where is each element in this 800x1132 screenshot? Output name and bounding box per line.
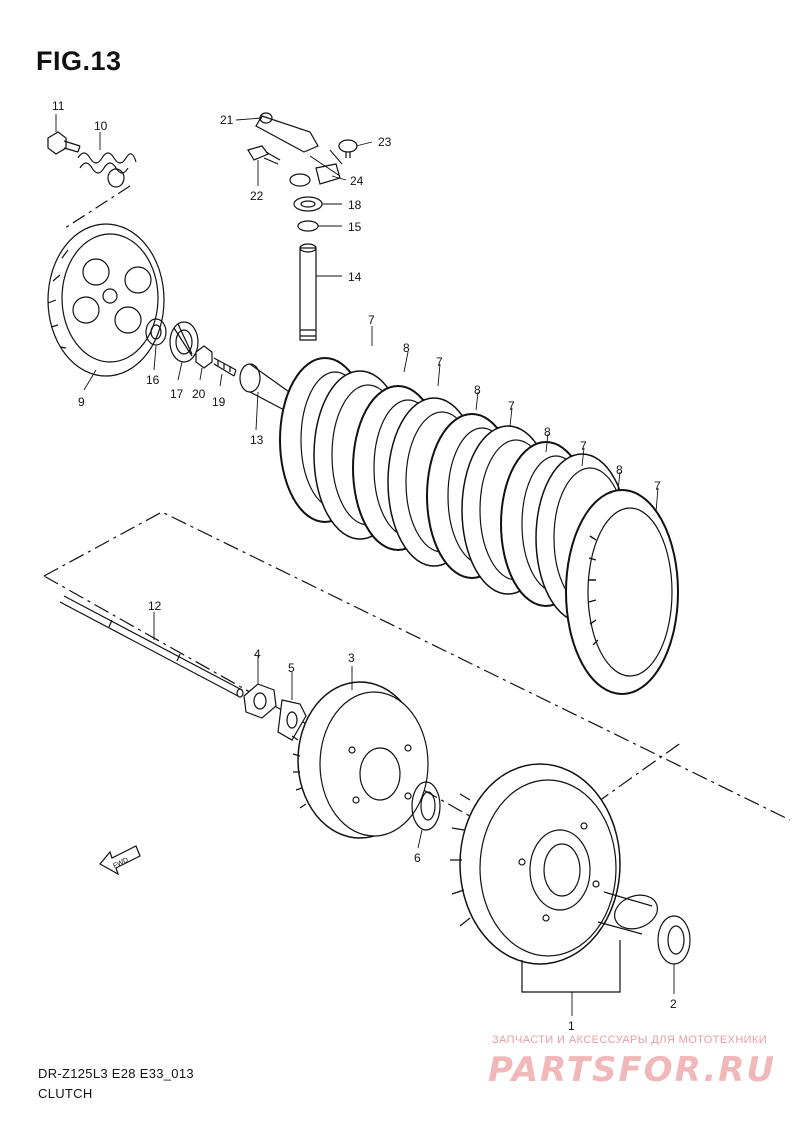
part-21-release-arm[interactable] (255, 112, 319, 153)
figure-title: FIG.13 (36, 46, 122, 76)
part-9-pressure-plate[interactable] (47, 223, 165, 377)
part-5-lock-washer[interactable] (277, 699, 307, 741)
callout-8b: 8 (474, 383, 481, 397)
clutch-plate-stack (279, 357, 679, 695)
callout-19: 19 (212, 395, 226, 409)
callout-7a: 7 (368, 313, 375, 327)
callout-22: 22 (250, 189, 264, 203)
callout-17: 17 (170, 387, 184, 401)
callout-13: 13 (250, 433, 264, 447)
callout-20: 20 (192, 387, 206, 401)
callout-15: 15 (348, 220, 362, 234)
part-2-thrust-washer[interactable] (657, 915, 691, 965)
callout-5: 5 (288, 661, 295, 675)
callout-7e: 7 (654, 479, 661, 493)
callout-3: 3 (348, 651, 355, 665)
part-19-bolt[interactable] (213, 357, 237, 377)
part-6-washer[interactable] (411, 781, 441, 831)
part-24-plate[interactable] (289, 163, 341, 187)
part-11-bolt[interactable] (47, 131, 81, 155)
callout-2: 2 (670, 997, 677, 1011)
watermark-logo: PARTSFOR.RU (488, 1050, 777, 1090)
callout-1: 1 (568, 1019, 575, 1033)
watermark-tagline: ЗАПЧАСТИ И АКСЕССУАРЫ ДЛЯ МОТОТЕХНИКИ (492, 1034, 768, 1046)
callout-8c: 8 (544, 425, 551, 439)
callout-7d: 7 (580, 439, 587, 453)
callout-8a: 8 (403, 341, 410, 355)
callout-21: 21 (220, 113, 234, 127)
part-17-bearing[interactable] (169, 321, 199, 363)
part-3-sleeve-hub[interactable] (291, 681, 429, 839)
callout-10: 10 (94, 119, 108, 133)
callout-8d: 8 (616, 463, 623, 477)
callout-24: 24 (350, 174, 364, 188)
part-1-primary-driven-gear[interactable] (450, 763, 662, 965)
part-10-spring[interactable] (77, 152, 137, 188)
part-22-bolt[interactable] (247, 145, 281, 165)
fwd-arrow-icon (99, 845, 141, 876)
callout-9: 9 (78, 395, 85, 409)
part-23-screw[interactable] (338, 139, 358, 158)
section-name: CLUTCH (38, 1086, 93, 1101)
part-4-nut[interactable] (243, 683, 277, 719)
callout-6: 6 (414, 851, 421, 865)
part-14-release-shaft[interactable] (299, 243, 317, 341)
part-12-push-rod[interactable] (59, 595, 244, 698)
callout-7c: 7 (508, 399, 515, 413)
part-15-o-ring[interactable] (297, 220, 319, 232)
part-16-washer[interactable] (145, 318, 167, 346)
callout-11: 11 (52, 99, 65, 113)
callout-14: 14 (348, 270, 362, 284)
leader-lines (55, 114, 675, 1016)
model-code: DR-Z125L3 E28 E33_013 (38, 1066, 194, 1081)
callout-12: 12 (148, 599, 162, 613)
callout-4: 4 (254, 647, 261, 661)
callout-23: 23 (378, 135, 392, 149)
part-20-nut[interactable] (195, 345, 213, 369)
callout-16: 16 (146, 373, 160, 387)
callout-18: 18 (348, 198, 362, 212)
part-18-oil-seal[interactable] (293, 196, 323, 212)
callout-7b: 7 (436, 355, 443, 369)
